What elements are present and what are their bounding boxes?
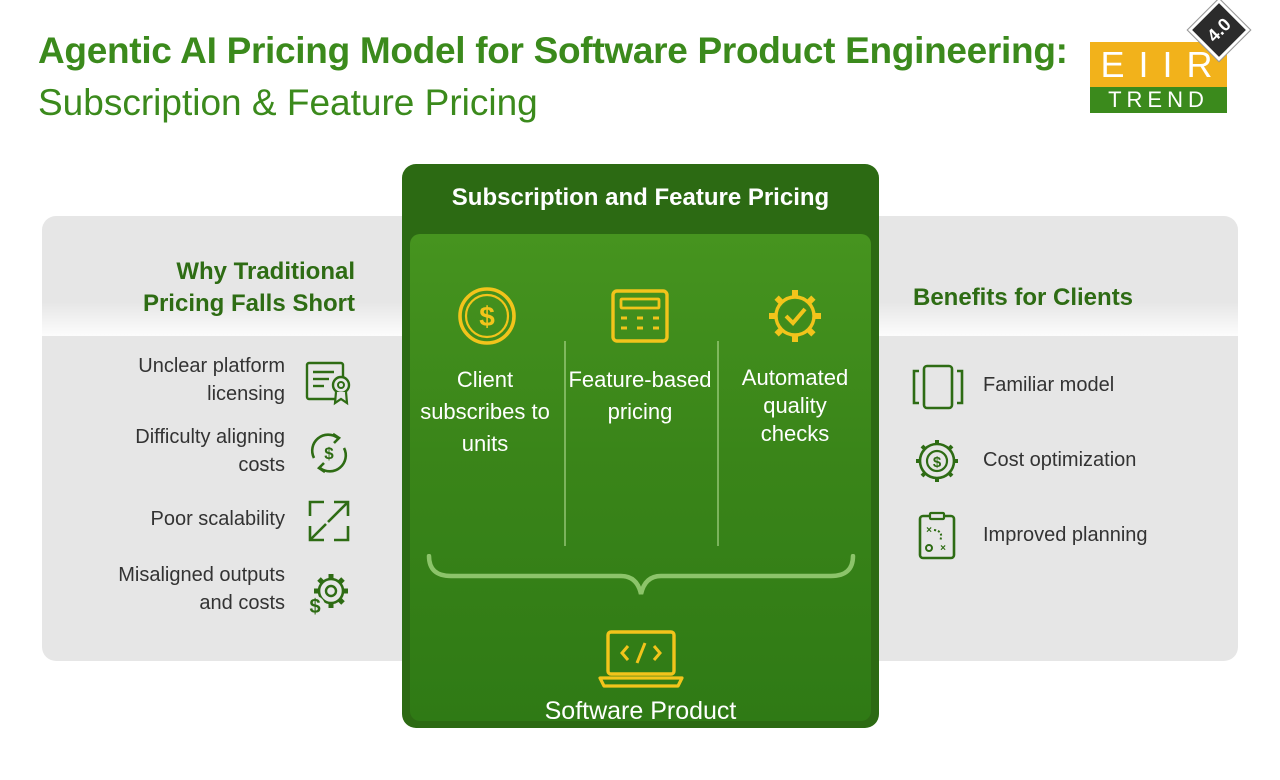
dollar-gear-icon: $	[305, 574, 348, 618]
dollar-cycle-icon: $	[310, 432, 348, 474]
heading-band	[858, 302, 1238, 336]
dollar-coin-icon: $	[458, 287, 516, 345]
page-subtitle: Subscription & Feature Pricing	[38, 82, 538, 123]
laptop-code-icon	[598, 630, 684, 688]
center-col-line: pricing	[607, 399, 673, 424]
center-col-line: units	[461, 431, 509, 456]
heading-band	[42, 302, 422, 336]
page-title: Agentic AI Pricing Model for Software Pr…	[38, 30, 1068, 71]
center-col-feature-based: Feature-based pricing	[565, 364, 715, 428]
center-col-subscribes: Client subscribes to units	[410, 364, 560, 460]
left-item-unclear-licensing: Unclear platform licensing	[138, 352, 285, 408]
bottom-line1: Software Product	[544, 697, 737, 725]
right-item-improved-planning: Improved planning	[983, 524, 1148, 546]
logo-bottom-text: TREND	[1090, 87, 1227, 113]
right-item-cost-optimization: Cost optimization	[983, 449, 1137, 471]
right-panel-heading: Benefits for Clients	[913, 284, 1134, 311]
left-item-line2: and costs	[199, 592, 285, 614]
calculator-icon	[611, 289, 669, 343]
right-item-familiar-model: Familiar model	[983, 374, 1115, 396]
logo-top-text: EIIR	[1090, 42, 1227, 87]
center-col-line: Automated	[741, 365, 849, 390]
right-panel: Benefits for Clients Familiar model $ Co…	[858, 216, 1238, 661]
center-col-line: Feature-based	[568, 367, 712, 392]
expand-arrow-icon	[308, 500, 350, 542]
svg-text:$: $	[324, 444, 334, 463]
device-frame-icon	[912, 364, 964, 410]
certificate-icon	[305, 361, 351, 406]
strategy-board-icon: × ×	[918, 511, 956, 560]
left-heading-line2: Pricing Falls Short	[142, 290, 355, 317]
svg-text:$: $	[479, 301, 495, 332]
left-heading-line1: Why Traditional	[176, 258, 355, 285]
center-card: Subscription and Feature Pricing $ Clien…	[402, 164, 879, 758]
bottom-line2: Engineering	[573, 730, 708, 758]
svg-text:×: ×	[940, 543, 946, 554]
svg-text:$: $	[933, 454, 942, 471]
left-item-line1: Difficulty aligning	[135, 426, 285, 448]
left-item-line2: costs	[238, 454, 285, 476]
center-col-line: subscribes to	[420, 399, 550, 424]
column-divider	[717, 341, 719, 546]
svg-text:×: ×	[926, 525, 932, 536]
logo: EIIR TREND 4.0	[1090, 0, 1260, 118]
left-panel-heading: Why Traditional Pricing Falls Short	[143, 256, 355, 320]
center-card-body: $ Client subscribes to units Feature-bas…	[410, 234, 871, 758]
center-col-line: Client	[456, 367, 514, 392]
dollar-gear-icon: $	[916, 440, 958, 482]
center-col-line: quality	[763, 393, 827, 418]
left-item-line1: Misaligned outputs	[118, 564, 285, 586]
left-item-line1: Unclear platform	[138, 355, 285, 377]
column-divider	[564, 341, 566, 546]
left-item-line2: licensing	[207, 383, 285, 405]
gear-check-icon	[769, 290, 821, 342]
center-col-line: checks	[760, 421, 830, 446]
software-product-engineering-label: Software Product Engineering	[410, 695, 871, 761]
left-item-line1: Poor scalability	[150, 508, 285, 530]
center-card-title: Subscription and Feature Pricing	[451, 184, 830, 211]
grouping-brace	[426, 554, 856, 595]
svg-text:$: $	[309, 596, 320, 618]
left-item-poor-scalability: Poor scalability	[150, 505, 285, 533]
left-panel: Why Traditional Pricing Falls Short Uncl…	[42, 216, 422, 661]
center-col-quality-checks: Automated quality checks	[720, 364, 870, 448]
left-item-misaligned: Misaligned outputs and costs	[118, 561, 285, 617]
left-item-aligning-costs: Difficulty aligning costs	[135, 423, 285, 479]
